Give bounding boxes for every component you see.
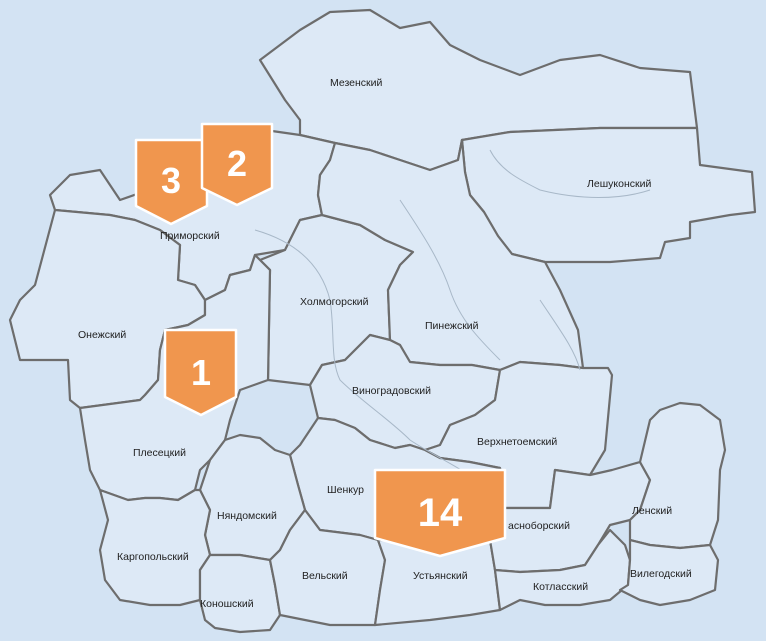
label-primorsky: Приморский	[160, 230, 220, 242]
label-mezen: Мезенский	[330, 77, 383, 89]
label-velsk: Вельский	[302, 570, 348, 582]
marker-primorsky-a[interactable]: 3	[134, 138, 209, 226]
river-2	[489, 149, 651, 198]
region-kargopol[interactable]	[98, 488, 212, 607]
marker-primorsky-b-shape	[200, 122, 274, 207]
marker-ustyansky[interactable]: 14	[373, 468, 507, 558]
label-verkhnetoem: Верхнетоемский	[477, 436, 557, 448]
label-onega: Онежский	[78, 329, 126, 341]
rivers-layer	[254, 149, 651, 501]
region-konosha[interactable]	[198, 553, 282, 634]
label-vinogradov: Виноградовский	[352, 385, 431, 397]
labels-layer: Мезенский Лешуконский Приморский Онежски…	[78, 77, 692, 610]
label-plesetsk: Плесецкий	[133, 447, 186, 459]
label-ustyansky: Устьянский	[413, 570, 468, 582]
river-3	[399, 199, 501, 361]
region-vilegodsk[interactable]	[618, 538, 720, 607]
river-1	[254, 229, 501, 501]
marker-primorsky-b[interactable]: 2	[200, 122, 274, 207]
marker-primorsky-a-shape	[134, 138, 209, 226]
label-pinega: Пинежский	[425, 320, 479, 332]
label-shenkursk: Шенкур	[327, 484, 364, 496]
label-kholmogory: Холмогорский	[300, 296, 369, 308]
label-leshukon: Лешуконский	[587, 178, 651, 190]
label-krasnoborsk: асноборский	[508, 520, 570, 532]
label-lensky: Ленский	[632, 505, 672, 517]
markers-layer: 3 2 1 14	[134, 122, 507, 558]
label-kotlas: Котласский	[533, 581, 588, 593]
label-nyandoma: Няндомский	[217, 510, 277, 522]
label-vilegodsk: Вилегодский	[630, 568, 692, 580]
marker-plesetsk-shape	[163, 328, 238, 417]
marker-ustyansky-value: 14	[418, 491, 463, 535]
marker-primorsky-a-value: 3	[161, 160, 181, 201]
marker-plesetsk[interactable]: 1	[163, 328, 238, 417]
marker-plesetsk-value: 1	[191, 352, 211, 393]
river-4	[539, 299, 581, 371]
marker-ustyansky-shape	[373, 468, 507, 558]
marker-primorsky-b-value: 2	[227, 143, 247, 184]
label-konosha: Коношский	[200, 598, 254, 610]
label-kargopol: Каргопольский	[117, 551, 189, 563]
